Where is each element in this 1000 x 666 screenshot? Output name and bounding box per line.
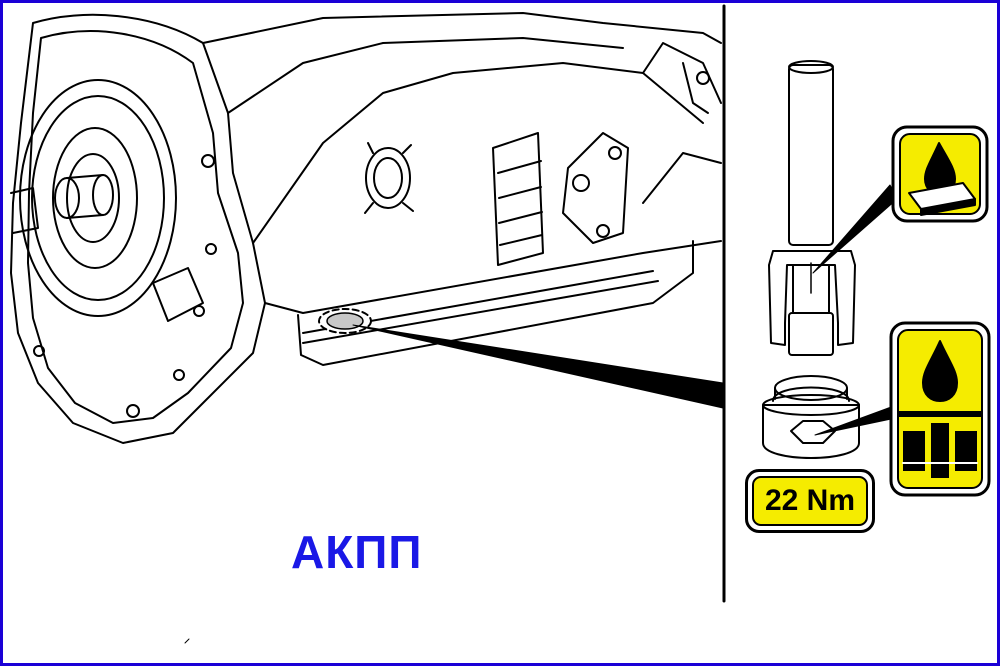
diagram-caption: АКПП	[291, 526, 423, 578]
transmission-diagram	[10, 4, 991, 644]
transmission-housing	[10, 12, 722, 444]
torque-value: 22 Nm	[752, 476, 868, 526]
filler-tube	[768, 60, 856, 356]
oil-drop-on-seal-icon	[889, 321, 991, 497]
oil-drop-on-plate-icon	[891, 125, 989, 223]
callout-leader-main	[352, 324, 724, 409]
callout-leader-tube	[812, 184, 898, 274]
callout-leader-plug	[814, 406, 892, 436]
drain-plug	[762, 375, 860, 459]
torque-spec-badge: 22 Nm	[745, 469, 875, 533]
